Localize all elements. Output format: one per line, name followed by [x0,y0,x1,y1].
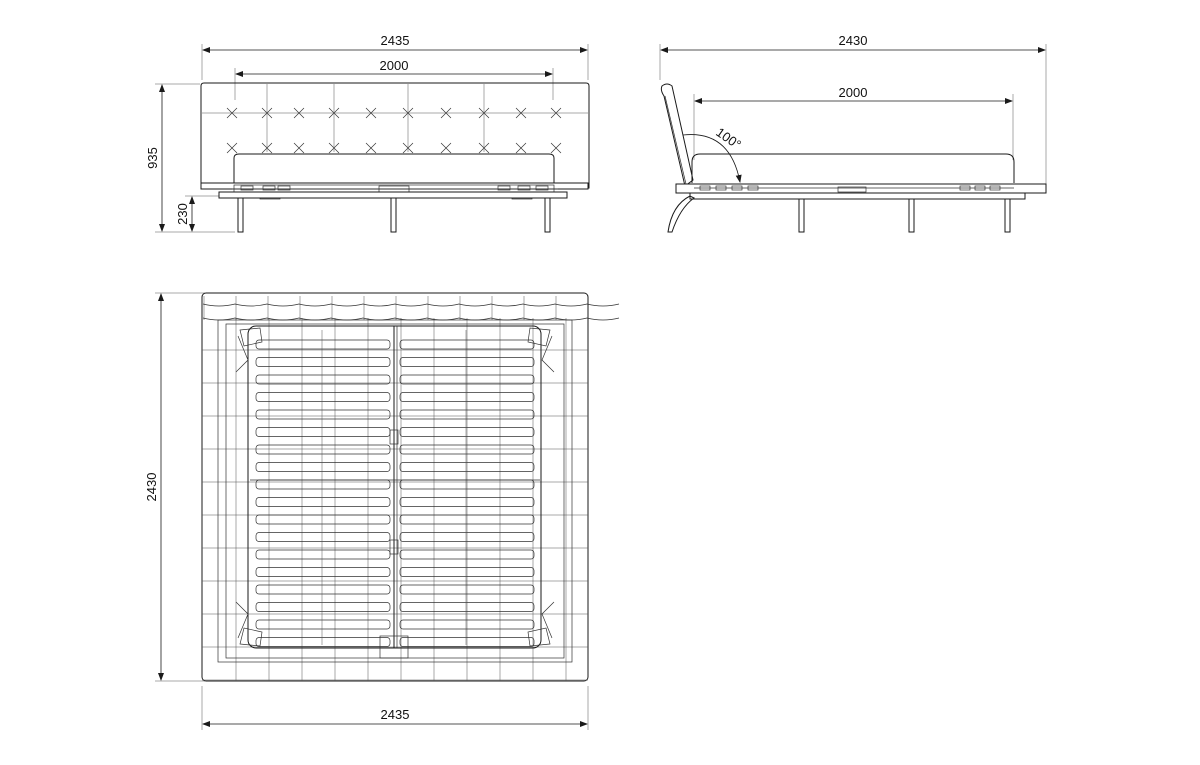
slat-left [255,549,391,560]
side-view: 2430 2000 100° [659,33,1047,233]
side-platform [675,183,1047,194]
slat-left [255,497,391,507]
slat-left [255,357,391,367]
front-mattress-width-dimension: 2000 [234,58,554,100]
slat-right [399,357,535,367]
backrest-side [660,83,694,187]
top-length-dimension: 2430 [144,292,205,682]
tuft-mark [293,142,305,154]
slat-left [255,584,391,595]
side-legs [798,198,1011,233]
side-brackets [699,185,1001,199]
side-mattress-length-dimension: 2000 [693,85,1014,160]
headboard-top [202,303,620,321]
angle-label: 100° [713,124,744,152]
slat-left [255,637,391,647]
slat-right [399,567,535,577]
slat-right [399,602,535,612]
tuft-mark [515,142,527,154]
slat-right [399,549,535,560]
slat-left [255,374,391,385]
slat-left [255,567,391,577]
top-width-label: 2435 [381,707,410,722]
slat-right [399,374,535,385]
slat-right [399,444,535,455]
slat-left [255,532,391,542]
curved-leg [667,195,695,233]
slat-right [399,462,535,472]
slat-left [255,462,391,472]
slat-left [255,619,391,630]
corner-brackets [235,327,555,659]
slats [250,330,540,647]
platform-grid [202,296,588,681]
slat-left [255,409,391,420]
slat-right [399,637,535,647]
front-height-dimension: 935 [145,83,235,233]
tuft-mark [226,142,238,154]
tuft-mark [365,142,377,154]
front-width-label: 2435 [381,33,410,48]
front-mattress-width-label: 2000 [380,58,409,73]
slat-left [255,602,391,612]
mattress-side [691,153,1015,183]
side-length-label: 2430 [839,33,868,48]
side-base-board [689,192,1026,200]
mattress-front [233,153,555,183]
slat-right [399,497,535,507]
base-board [218,191,568,199]
front-height-label: 935 [145,147,160,169]
platform-outline [201,292,589,682]
slat-left [255,444,391,455]
slat-left [255,514,391,525]
front-width-dimension: 2435 [201,33,589,80]
top-view: 2430 2435 [144,292,620,730]
slat-right [399,584,535,595]
front-legs [237,197,551,233]
frame-outer-rail [217,319,573,663]
slat-right [399,532,535,542]
tuft-mark [440,142,452,154]
slat-left [255,339,391,350]
front-frame-height-dimension: 230 [175,195,238,232]
headboard-outline [200,82,590,189]
front-frame-height-label: 230 [175,203,190,225]
slat-right [399,427,535,437]
slat-left [255,427,391,437]
front-view: 2435 2000 935 230 [145,33,590,233]
slat-right [399,514,535,525]
slat-right [399,392,535,402]
slat-right [399,339,535,350]
top-length-label: 2430 [144,473,159,502]
headboard-tufting [202,84,588,154]
slat-right [399,409,535,420]
top-width-dimension: 2435 [201,686,589,730]
side-length-dimension: 2430 [659,33,1047,186]
slat-left [255,392,391,402]
slat-left [255,479,391,490]
tuft-mark [550,142,562,154]
slat-right [399,619,535,630]
side-mattress-length-label: 2000 [839,85,868,100]
